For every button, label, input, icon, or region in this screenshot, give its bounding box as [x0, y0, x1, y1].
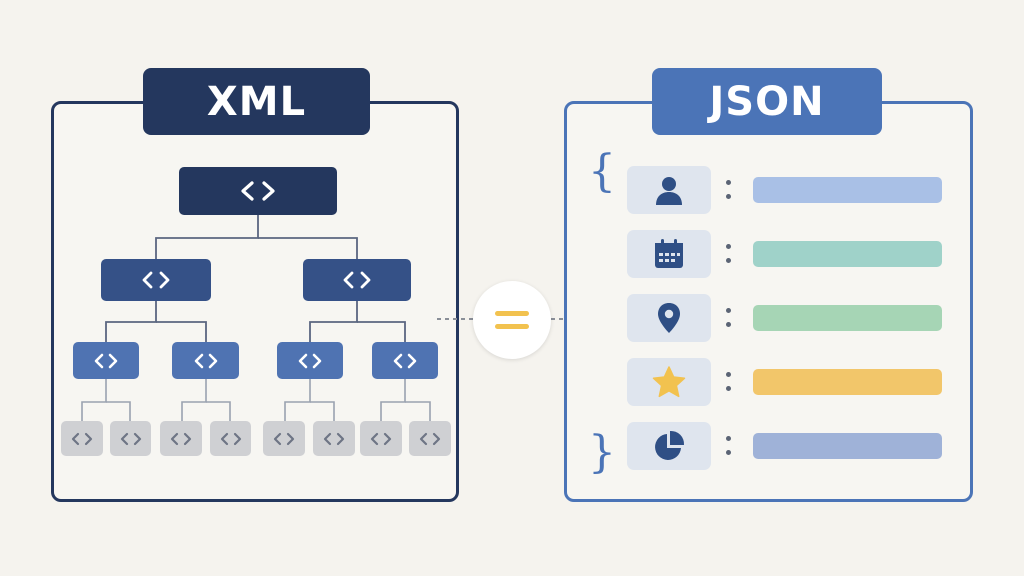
- code-brackets-icon: [220, 432, 241, 445]
- json-key-box: [627, 294, 711, 342]
- xml-leaf-node: [210, 421, 251, 456]
- xml-leaf-node: [313, 421, 355, 456]
- xml-grandchild-node: [172, 342, 239, 379]
- xml-grandchild-node: [73, 342, 139, 379]
- json-title: JSON: [652, 68, 882, 135]
- xml-child-node: [303, 259, 411, 301]
- code-brackets-icon: [120, 432, 141, 445]
- code-brackets-icon: [370, 432, 392, 445]
- xml-child-node: [101, 259, 211, 301]
- json-key-box: [627, 358, 711, 406]
- xml-leaf-node: [409, 421, 451, 456]
- equals-icon: [495, 311, 529, 329]
- json-colon: [724, 370, 732, 394]
- code-brackets-icon: [71, 432, 93, 445]
- json-key-box: [627, 422, 711, 470]
- xml-leaf-node: [263, 421, 305, 456]
- star-icon: [652, 366, 686, 398]
- json-value-bar: [753, 369, 942, 395]
- json-open-brace: {: [588, 146, 616, 197]
- xml-grandchild-node: [372, 342, 438, 379]
- location-pin-icon: [658, 303, 680, 333]
- equals-connector: [473, 281, 551, 359]
- xml-root-node: [179, 167, 337, 215]
- calendar-icon: [655, 239, 683, 268]
- json-value-bar: [753, 433, 942, 459]
- json-close-brace: }: [588, 427, 616, 478]
- code-brackets-icon: [343, 271, 371, 289]
- code-brackets-icon: [94, 353, 118, 368]
- code-brackets-icon: [241, 181, 275, 201]
- code-brackets-icon: [194, 353, 217, 368]
- xml-leaf-node: [360, 421, 402, 456]
- code-brackets-icon: [273, 432, 295, 445]
- json-value-bar: [753, 241, 942, 267]
- code-brackets-icon: [323, 432, 345, 445]
- json-colon: [724, 242, 732, 266]
- xml-leaf-node: [160, 421, 202, 456]
- json-value-bar: [753, 177, 942, 203]
- pie-chart-icon: [655, 430, 685, 460]
- code-brackets-icon: [298, 353, 322, 368]
- json-key-box: [627, 230, 711, 278]
- json-key-box: [627, 166, 711, 214]
- person-icon: [656, 177, 682, 205]
- json-value-bar: [753, 305, 942, 331]
- json-colon: [724, 306, 732, 330]
- xml-leaf-node: [110, 421, 151, 456]
- code-brackets-icon: [419, 432, 441, 445]
- json-colon: [724, 178, 732, 202]
- xml-title: XML: [143, 68, 370, 135]
- xml-grandchild-node: [277, 342, 343, 379]
- json-colon: [724, 434, 732, 458]
- code-brackets-icon: [142, 271, 170, 289]
- code-brackets-icon: [170, 432, 192, 445]
- code-brackets-icon: [393, 353, 417, 368]
- xml-leaf-node: [61, 421, 103, 456]
